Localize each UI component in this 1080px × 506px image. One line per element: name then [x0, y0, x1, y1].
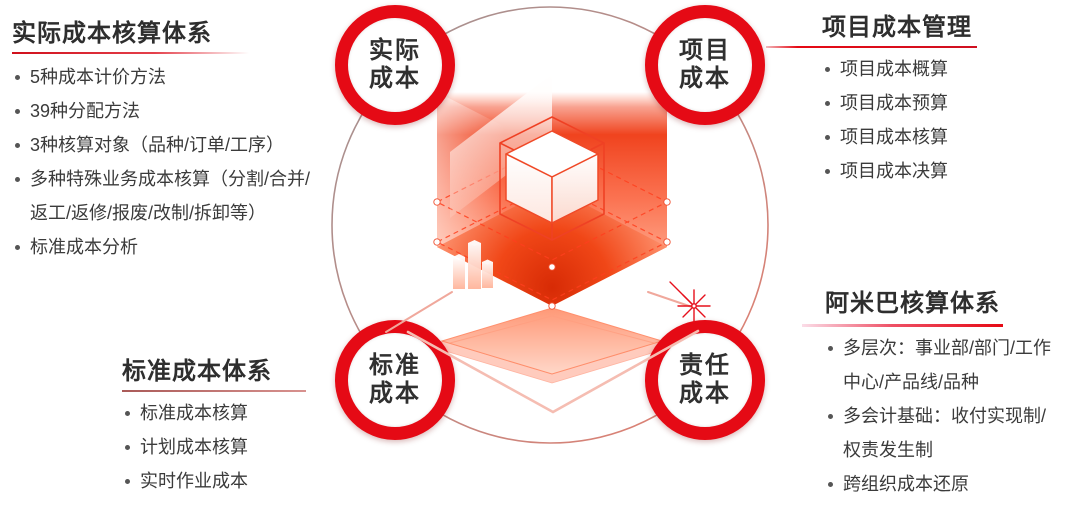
- panel-title: 阿米巴核算体系: [825, 290, 1000, 317]
- node-label-line1: 项目: [679, 37, 731, 64]
- list-item: 跨组织成本还原: [825, 467, 1063, 501]
- bar-chart-icon: [453, 240, 493, 289]
- bullet-icon: [15, 245, 20, 250]
- node-label-line1: 标准: [369, 352, 421, 379]
- node-project-cost[interactable]: 项目 成本: [645, 5, 765, 125]
- node-standard-cost[interactable]: 标准 成本: [335, 320, 455, 440]
- title-underline: [122, 390, 306, 392]
- white-cube-icon: [505, 130, 599, 224]
- bullet-icon: [828, 414, 833, 419]
- list-item: 多种特殊业务成本核算（分割/合并/返工/返修/报废/改制/拆卸等）: [12, 162, 318, 230]
- list-item: 3种核算对象（品种/订单/工序）: [12, 128, 318, 162]
- node-actual-cost[interactable]: 实际 成本: [335, 5, 455, 125]
- bullet-icon: [825, 135, 830, 140]
- bullet-list: 多层次：事业部/部门/工作中心/产品线/品种多会计基础：收付实现制/权责发生制跨…: [825, 331, 1063, 501]
- list-item: 39种分配方法: [12, 94, 318, 128]
- list-item: 多层次：事业部/部门/工作中心/产品线/品种: [825, 331, 1063, 399]
- title-underline: [766, 46, 977, 48]
- node-label-line1: 责任: [679, 352, 731, 379]
- grid-dots: [433, 198, 671, 310]
- platform-top: [440, 307, 664, 375]
- bullet-icon: [125, 478, 130, 484]
- platform-rim: [449, 315, 655, 344]
- bullet-icon: [15, 143, 20, 148]
- node-label-line2: 成本: [679, 65, 731, 92]
- list-item: 5种成本计价方法: [12, 60, 318, 94]
- bullet-list: 标准成本核算计划成本核算实时作业成本: [122, 396, 332, 498]
- mirror-plane: [450, 74, 552, 218]
- list-item: 项目成本决算: [822, 154, 1074, 188]
- node-connector-lines: [385, 291, 693, 333]
- list-item: 计划成本核算: [122, 430, 332, 464]
- panel-title: 实际成本核算体系: [12, 20, 212, 47]
- node-label-line2: 成本: [369, 380, 421, 407]
- bullet-icon: [125, 444, 130, 450]
- bullet-icon: [825, 67, 830, 72]
- sparkle-icon: [669, 281, 711, 323]
- wireframe-cube-icon: [499, 116, 605, 241]
- node-responsibility-cost[interactable]: 责任 成本: [645, 320, 765, 440]
- list-item: 实时作业成本: [122, 464, 332, 498]
- panel-standard-cost-system: 标准成本体系 标准成本核算计划成本核算实时作业成本: [122, 357, 332, 498]
- volume-left-highlight: [437, 92, 505, 282]
- bullet-icon: [15, 109, 20, 114]
- bullet-icon: [825, 169, 830, 174]
- list-item: 项目成本概算: [822, 52, 1074, 86]
- bullet-icon: [15, 177, 20, 182]
- bullet-icon: [825, 101, 830, 106]
- panel-project-cost-management: 项目成本管理 项目成本概算项目成本预算项目成本核算项目成本决算: [766, 13, 1074, 188]
- list-item: 标准成本核算: [122, 396, 332, 430]
- bullet-icon: [125, 410, 130, 416]
- dashed-grid: [435, 143, 669, 301]
- floor-face: [437, 187, 667, 306]
- title-underline: [12, 52, 249, 54]
- platform-side: [441, 340, 663, 384]
- list-item: 项目成本核算: [822, 120, 1074, 154]
- panel-title: 项目成本管理: [822, 14, 972, 41]
- panel-amoeba-accounting-system: 阿米巴核算体系 多层次：事业部/部门/工作中心/产品线/品种多会计基础：收付实现…: [802, 289, 1063, 501]
- bullet-icon: [828, 482, 833, 487]
- node-label-line2: 成本: [679, 380, 731, 407]
- bullet-icon: [15, 75, 20, 80]
- bullet-icon: [828, 346, 833, 351]
- volume-body: [437, 92, 667, 306]
- list-item: 多会计基础：收付实现制/权责发生制: [825, 399, 1063, 467]
- list-item: 标准成本分析: [12, 230, 318, 264]
- panel-title: 标准成本体系: [122, 358, 272, 385]
- list-item: 项目成本预算: [822, 86, 1074, 120]
- title-underline: [802, 324, 1003, 327]
- node-label-line2: 成本: [369, 65, 421, 92]
- bullet-list: 项目成本概算项目成本预算项目成本核算项目成本决算: [822, 52, 1074, 188]
- node-label-line1: 实际: [369, 37, 421, 64]
